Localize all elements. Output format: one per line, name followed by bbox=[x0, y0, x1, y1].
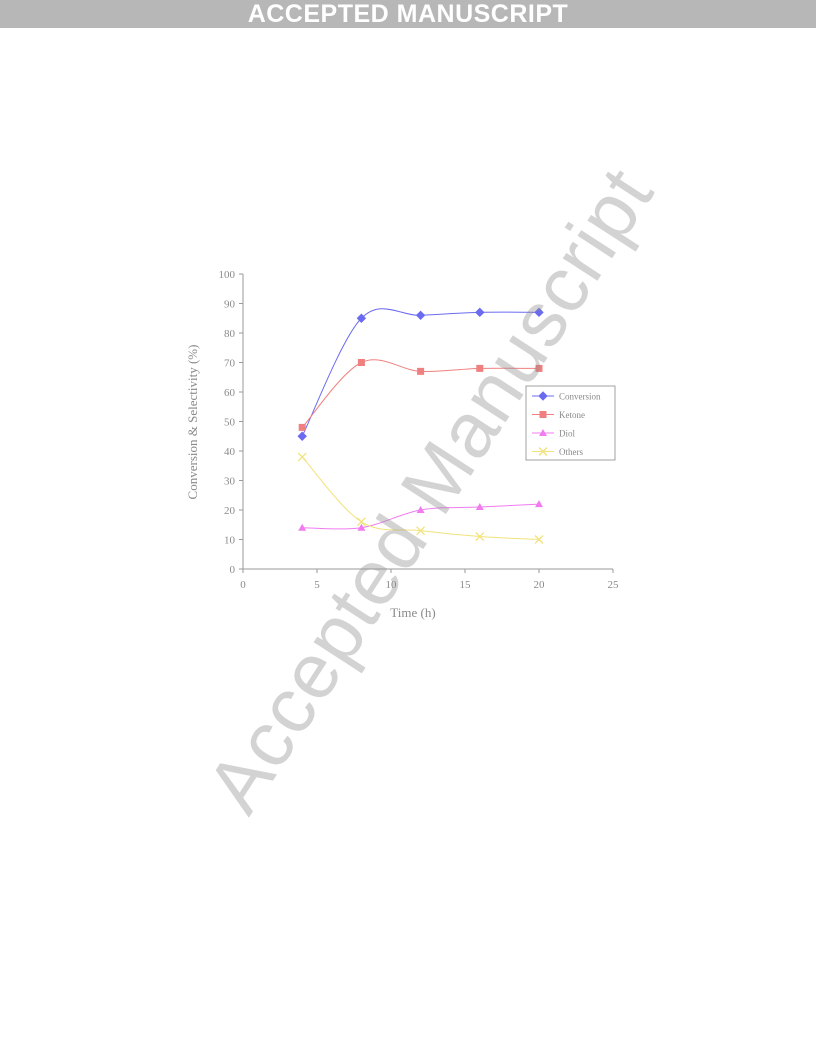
data-point bbox=[476, 364, 484, 372]
data-point bbox=[475, 503, 484, 511]
legend-label: Ketone bbox=[559, 410, 585, 420]
data-point bbox=[535, 500, 543, 508]
data-point bbox=[535, 364, 543, 372]
x-tick-label: 25 bbox=[608, 579, 620, 591]
x-tick-label: 10 bbox=[386, 579, 398, 591]
y-tick-label: 80 bbox=[224, 328, 236, 340]
accepted-manuscript-banner: ACCEPTED MANUSCRIPT bbox=[0, 0, 816, 28]
data-point bbox=[357, 359, 365, 366]
legend-item: Diol bbox=[532, 429, 576, 439]
y-tick-label: 40 bbox=[224, 446, 236, 458]
legend-item: Others bbox=[532, 447, 583, 457]
series-line bbox=[301, 308, 540, 437]
legend-marker bbox=[538, 391, 548, 401]
data-point bbox=[297, 431, 307, 441]
y-tick-label: 10 bbox=[224, 535, 236, 547]
y-tick-label: 70 bbox=[224, 358, 236, 370]
data-point bbox=[475, 532, 485, 542]
legend-label: Diol bbox=[559, 429, 576, 439]
legend-item: Ketone bbox=[532, 410, 585, 420]
y-tick-label: 20 bbox=[224, 505, 236, 517]
x-axis-label: Time (h) bbox=[390, 605, 435, 620]
data-point bbox=[298, 423, 306, 431]
y-tick-label: 0 bbox=[230, 564, 236, 576]
x-tick-label: 0 bbox=[240, 579, 246, 591]
data-point bbox=[534, 535, 544, 544]
data-point bbox=[534, 307, 544, 318]
data-point bbox=[356, 313, 367, 323]
y-tick-label: 60 bbox=[224, 387, 236, 399]
x-tick-label: 15 bbox=[460, 579, 472, 591]
data-point bbox=[415, 310, 426, 321]
series-ketone bbox=[298, 359, 543, 431]
y-tick-label: 100 bbox=[219, 269, 236, 281]
legend-marker bbox=[539, 429, 547, 436]
series-diol bbox=[298, 500, 543, 531]
legend-item: Conversion bbox=[532, 391, 601, 402]
legend-label: Others bbox=[559, 447, 583, 457]
data-point bbox=[357, 523, 366, 531]
banner-text: ACCEPTED MANUSCRIPT bbox=[247, 0, 569, 28]
data-point bbox=[298, 523, 307, 531]
data-point bbox=[356, 517, 366, 527]
y-axis-label: Conversion & Selectivity (%) bbox=[185, 345, 200, 500]
series-others bbox=[297, 452, 544, 544]
chart-axes: 0 10 20 30 40 50 60 70 80 90 100 0 5 10 15 20 25 bbox=[219, 269, 620, 591]
data-point bbox=[416, 526, 426, 536]
y-tick-label: 30 bbox=[224, 476, 236, 488]
series-conversion bbox=[297, 307, 544, 441]
y-tick-label: 50 bbox=[224, 417, 236, 429]
data-point bbox=[297, 452, 307, 462]
data-point bbox=[417, 367, 425, 375]
y-tick-label: 90 bbox=[224, 299, 236, 311]
data-point bbox=[475, 307, 485, 318]
legend-marker bbox=[538, 447, 548, 456]
legend-marker bbox=[539, 411, 547, 418]
chart-series bbox=[297, 307, 544, 544]
data-point bbox=[416, 506, 425, 513]
x-tick-label: 20 bbox=[534, 579, 546, 591]
legend-label: Conversion bbox=[559, 392, 601, 402]
x-tick-label: 5 bbox=[314, 579, 320, 591]
